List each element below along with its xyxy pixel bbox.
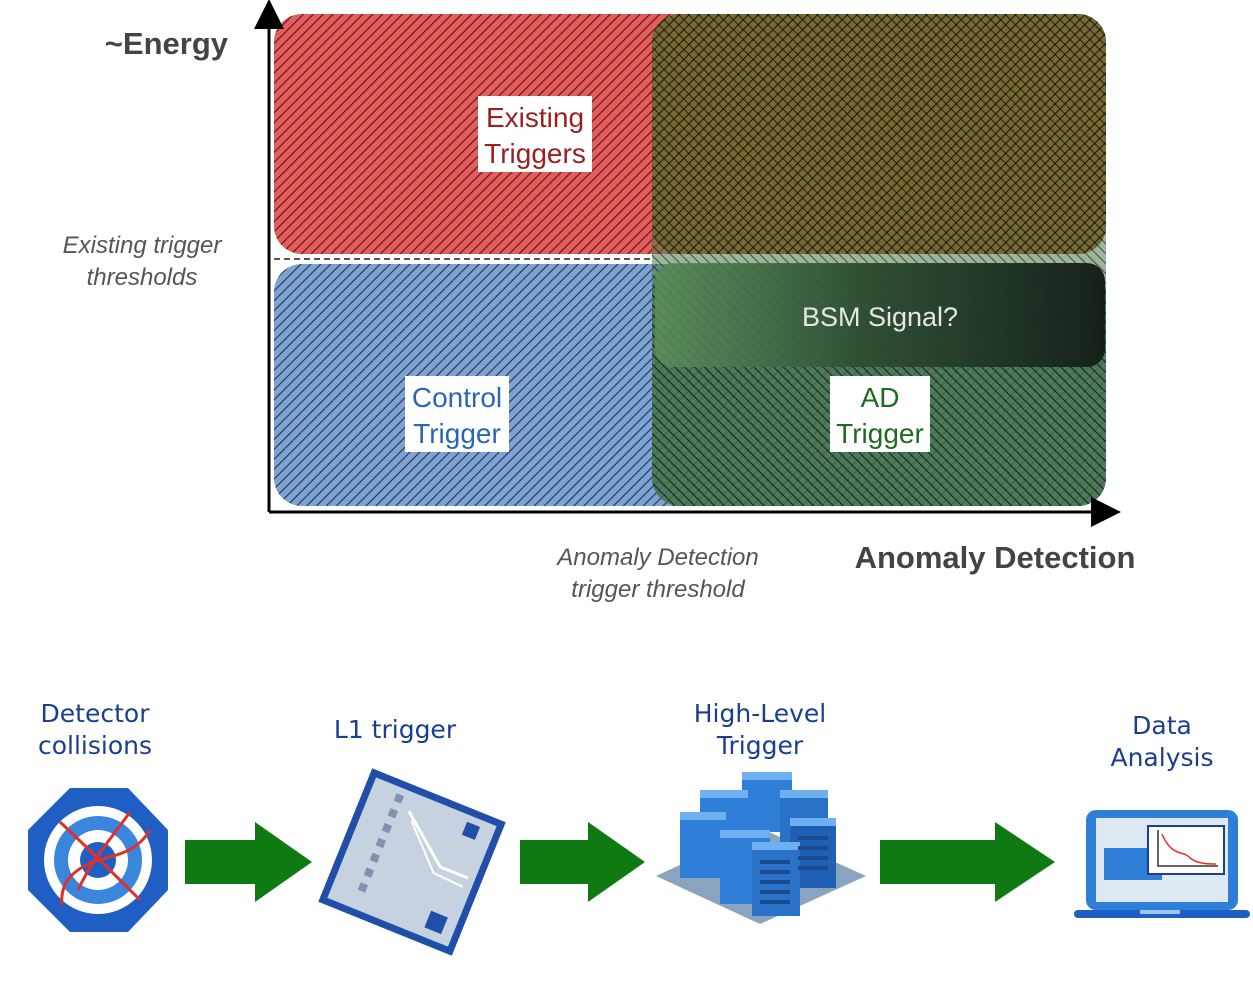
y-axis-label: ~Energy: [105, 26, 229, 61]
stage-detector-line2: collisions: [38, 731, 152, 760]
bsm-signal-box: [655, 263, 1105, 367]
bsm-signal-label: BSM Signal?: [802, 302, 958, 332]
chip-icon: [318, 768, 506, 956]
existing-triggers-line2: Triggers: [484, 138, 586, 169]
existing-triggers-label: Existing Triggers: [478, 96, 592, 172]
detector-icon: [28, 788, 168, 932]
stage-detector-line1: Detector: [41, 699, 151, 728]
x-threshold-label-line1: Anomaly Detection: [555, 544, 758, 571]
y-threshold-label-line1: Existing trigger: [63, 232, 223, 259]
laptop-icon: [1074, 810, 1250, 918]
ad-trigger-line2: Trigger: [836, 418, 924, 449]
quadrant-chart: BSM Signal? Existing Triggers Control Tr…: [63, 0, 1136, 603]
stage-hlt-line1: High-Level: [694, 699, 826, 728]
control-trigger-line1: Control: [412, 382, 502, 413]
ad-trigger-label: AD Trigger: [830, 376, 930, 452]
control-trigger-line2: Trigger: [413, 418, 501, 449]
stage-analysis-line1: Data: [1132, 711, 1192, 740]
overlap-hatch-b: [652, 14, 1106, 254]
server-rack-icon: [656, 772, 866, 924]
flow-arrow-3: [880, 822, 1055, 902]
stage-hlt-line2: Trigger: [716, 731, 804, 760]
bsm-signal-band: BSM Signal?: [655, 263, 1105, 367]
ad-trigger-line1: AD: [861, 382, 900, 413]
stage-analysis-line2: Analysis: [1110, 743, 1213, 772]
existing-triggers-label-bg: [478, 96, 592, 172]
x-axis-label: Anomaly Detection: [855, 540, 1136, 575]
flow-arrow-2: [520, 822, 645, 902]
flow-arrow-1: [185, 822, 312, 902]
y-threshold-label-line2: thresholds: [87, 264, 198, 291]
x-threshold-label-line2: trigger threshold: [571, 576, 745, 603]
control-trigger-label-bg: [405, 376, 509, 452]
ad-trigger-label-bg: [830, 376, 930, 452]
trigger-pipeline: Detector collisions L1 trigger High-Leve…: [28, 699, 1250, 956]
existing-triggers-line1: Existing: [486, 102, 584, 133]
stage-l1-line1: L1 trigger: [334, 715, 457, 744]
control-trigger-label: Control Trigger: [405, 376, 509, 452]
overlap-region: [652, 14, 1106, 254]
